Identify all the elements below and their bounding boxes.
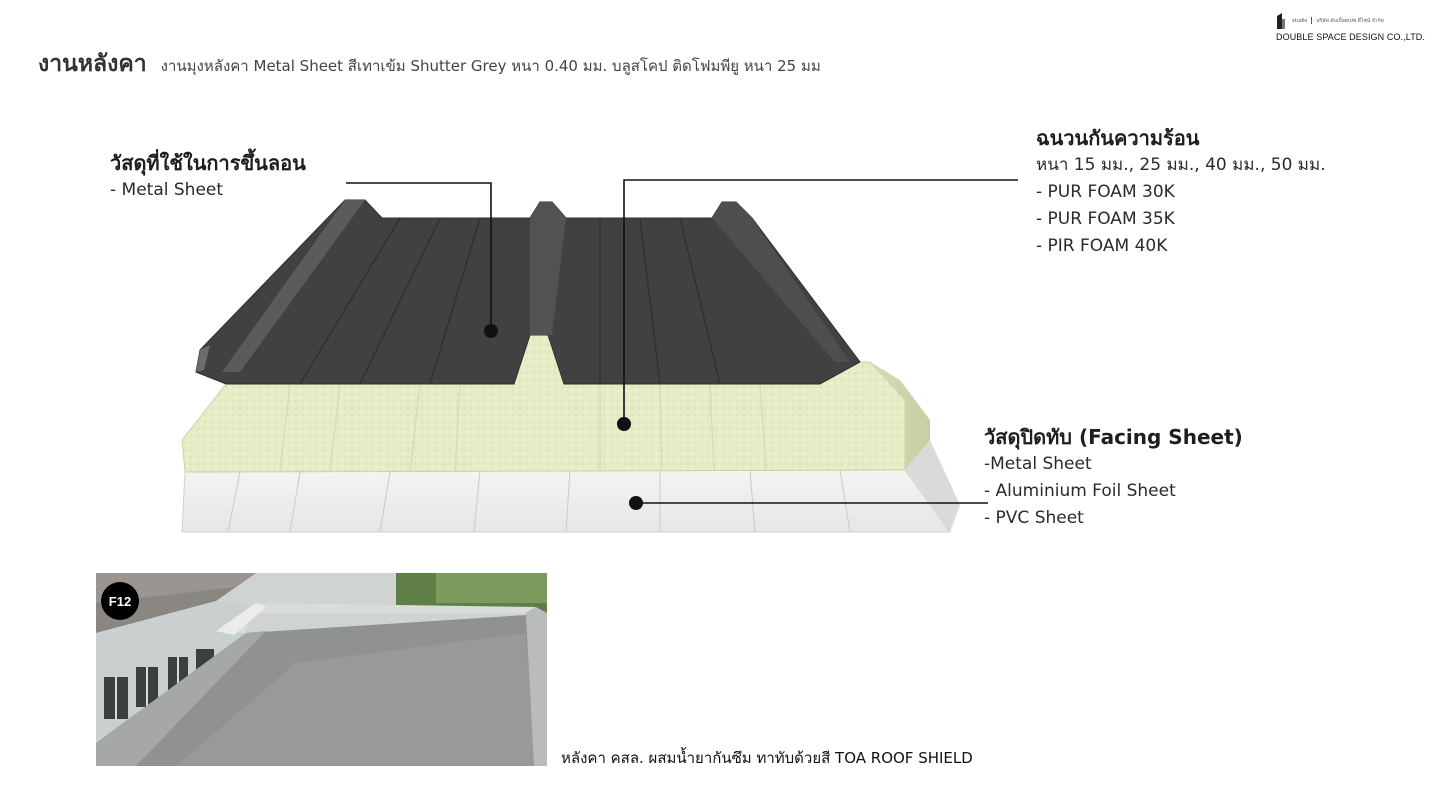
page-header: งานหลังคา งานมุงหลังคา Metal Sheet สีเทา… xyxy=(38,46,821,82)
concrete-roof-photo: F12 xyxy=(96,573,547,766)
page-title: งานหลังคา xyxy=(38,51,147,77)
insulation-heading: ฉนวนกันความร้อน xyxy=(1036,126,1200,150)
facing-pointer-dot xyxy=(629,496,643,510)
logo-studio-text: studio xyxy=(1292,18,1308,24)
facing-sheet-item: - PVC Sheet xyxy=(984,508,1084,528)
insulation-item: - PIR FOAM 40K xyxy=(1036,236,1168,256)
page-subtitle: งานมุงหลังคา Metal Sheet สีเทาเข้ม Shutt… xyxy=(160,57,821,75)
metal-sheet-label: วัสดุที่ใช้ในการขึ้นลอน - Metal Sheet xyxy=(110,149,306,204)
facing-sheet-heading: วัสดุปิดทับ (Facing Sheet) xyxy=(984,425,1243,449)
metal-sheet-heading: วัสดุที่ใช้ในการขึ้นลอน xyxy=(110,151,306,175)
roof-panel-diagram xyxy=(181,179,1018,533)
insulation-thickness: หนา 15 มม., 25 มม., 40 มม., 50 มม. xyxy=(1036,155,1326,175)
insulation-pointer-dot xyxy=(617,417,631,431)
building-icon xyxy=(1277,13,1285,29)
facing-sheet-label: วัสดุปิดทับ (Facing Sheet) -Metal Sheet … xyxy=(984,423,1243,532)
roof-photo-image xyxy=(96,573,547,766)
logo-company-name: DOUBLE SPACE DESIGN CO.,LTD. xyxy=(1276,32,1425,42)
insulation-item: - PUR FOAM 30K xyxy=(1036,182,1175,202)
photo-id-badge: F12 xyxy=(101,582,139,620)
photo-caption: หลังคา คสล. ผสมน้ำยากันซึม ทาทับด้วยสี T… xyxy=(561,749,973,767)
insulation-label: ฉนวนกันความร้อน หนา 15 มม., 25 มม., 40 ม… xyxy=(1036,124,1326,260)
metal-sheet-item: - Metal Sheet xyxy=(110,180,224,200)
logo-thai-company-text: บริษัท ดับเบิ้ลสเปซ ดีไซน์ จำกัด xyxy=(1316,18,1384,24)
metal-sheet-pointer-dot xyxy=(484,324,498,338)
company-logo: studio บริษัท ดับเบิ้ลสเปซ ดีไซน์ จำกัด D… xyxy=(1272,12,1425,44)
leader-lines xyxy=(346,179,1018,504)
metal-sheet-layer xyxy=(195,199,861,385)
facing-sheet-item: - Aluminium Foil Sheet xyxy=(984,481,1176,501)
insulation-item: - PUR FOAM 35K xyxy=(1036,209,1175,229)
facing-sheet-item: -Metal Sheet xyxy=(984,454,1092,474)
facing-sheet-layer xyxy=(181,440,960,533)
